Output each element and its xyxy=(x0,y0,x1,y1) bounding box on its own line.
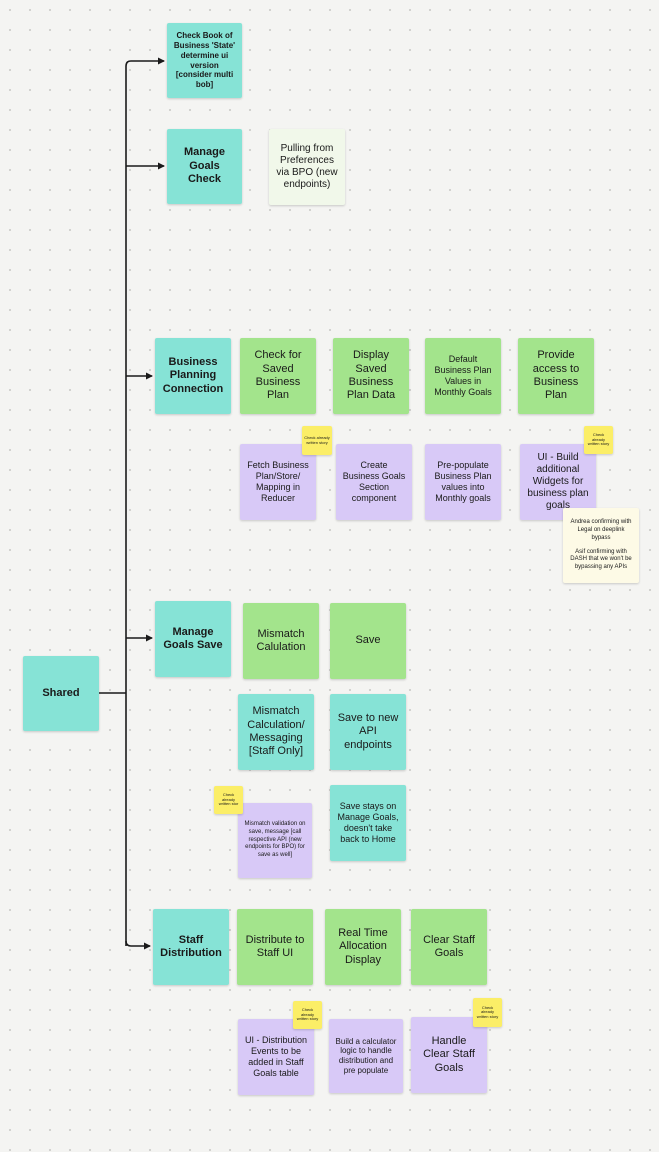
note-manage-goals-check[interactable]: Manage Goals Check xyxy=(167,129,242,204)
note-mismatch-messaging[interactable]: Mismatch Calculation/ Messaging [Staff O… xyxy=(238,694,314,770)
note-build-calculator-logic[interactable]: Build a calculator logic to handle distr… xyxy=(329,1019,403,1093)
note-ui-build-widgets[interactable]: UI - Build additional Widgets for busine… xyxy=(520,444,596,520)
sticky-check-story-3[interactable]: Check already written stor xyxy=(214,786,243,814)
sticky-check-story-4[interactable]: Check already written story xyxy=(293,1001,322,1029)
sticky-check-story-2[interactable]: Check already written story xyxy=(584,426,613,454)
note-provide-access-business-plan[interactable]: Provide access to Business Plan xyxy=(518,338,594,414)
note-save-new-api-endpoints[interactable]: Save to new API endpoints xyxy=(330,694,406,770)
note-mismatch-calculation[interactable]: Mismatch Calulation xyxy=(243,603,319,679)
note-save-stays-on-manage-goals[interactable]: Save stays on Manage Goals, doesn't take… xyxy=(330,785,406,861)
note-prepopulate-business-plan[interactable]: Pre-populate Business Plan values into M… xyxy=(425,444,501,520)
note-check-for-saved-business-plan[interactable]: Check for Saved Business Plan xyxy=(240,338,316,414)
connector-to-staff-distribution xyxy=(125,940,151,950)
note-manage-goals-save[interactable]: Manage Goals Save xyxy=(155,601,231,677)
note-business-planning-connection[interactable]: Business Planning Connection xyxy=(155,338,231,414)
note-default-business-plan-values[interactable]: Default Business Plan Values in Monthly … xyxy=(425,338,501,414)
connector-group xyxy=(99,57,165,950)
note-clear-staff-goals[interactable]: Clear Staff Goals xyxy=(411,909,487,985)
note-real-time-allocation[interactable]: Real Time Allocation Display xyxy=(325,909,401,985)
sticky-check-story-1[interactable]: Check already written story xyxy=(302,426,332,455)
andrea-comment-line: Andrea confirming with Legal on deeplink… xyxy=(570,519,632,541)
note-fetch-business-plan[interactable]: Fetch Business Plan/Store/ Mapping in Re… xyxy=(240,444,316,520)
note-pulling-from-preferences[interactable]: Pulling from Preferences via BPO (new en… xyxy=(269,129,345,205)
note-save[interactable]: Save xyxy=(330,603,406,679)
note-shared[interactable]: Shared xyxy=(23,656,99,731)
note-create-business-goals-section[interactable]: Create Business Goals Section component xyxy=(336,444,412,520)
note-mismatch-validation[interactable]: Mismatch validation on save, message [ca… xyxy=(238,803,312,878)
note-check-book-of-business[interactable]: Check Book of Business 'State' determine… xyxy=(167,23,242,98)
note-display-saved-business-plan[interactable]: Display Saved Business Plan Data xyxy=(333,338,409,414)
note-distribute-to-staff-ui[interactable]: Distribute to Staff UI xyxy=(237,909,313,985)
note-handle-clear-staff-goals[interactable]: Handle Clear Staff Goals xyxy=(411,1017,487,1093)
note-ui-distribution-events[interactable]: UI - Distribution Events to be added in … xyxy=(238,1019,314,1095)
connector-to-check-bob xyxy=(125,57,165,67)
note-staff-distribution[interactable]: Staff Distribution xyxy=(153,909,229,985)
note-andrea-asif-comments[interactable]: Andrea confirming with Legal on deeplink… xyxy=(563,508,639,583)
asif-comment-line: Asif confirming with DASH that we won't … xyxy=(570,548,632,571)
sticky-check-story-5[interactable]: Check already written story xyxy=(473,998,502,1027)
